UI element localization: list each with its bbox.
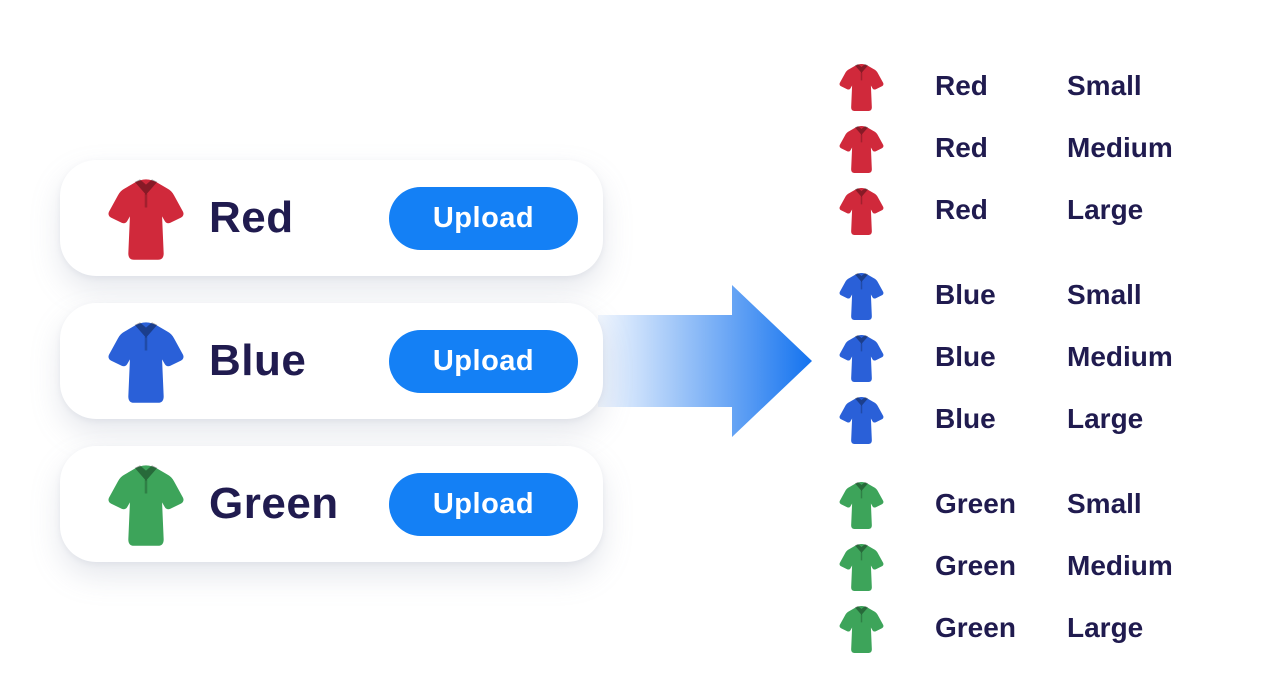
variant-size-label: Medium [1067, 550, 1173, 581]
variants-list: Red Small Red Medium Red Large Blue Smal… [838, 55, 1173, 659]
color-upload-card-red: Red Upload [60, 160, 603, 276]
variant-color-label: Red [935, 194, 988, 225]
green-shirt-icon [838, 540, 885, 593]
blue-shirt-icon [838, 331, 885, 384]
red-shirt-icon [105, 173, 187, 263]
green-shirt-icon [105, 459, 187, 549]
green-shirt-icon [838, 478, 885, 531]
variant-group-blue: Blue Small Blue Medium Blue Large [838, 264, 1173, 450]
variant-size-label: Small [1067, 488, 1142, 519]
variant-size-label: Large [1067, 194, 1144, 225]
variant-size-label: Medium [1067, 132, 1173, 163]
variant-size-label: Small [1067, 70, 1142, 101]
color-upload-card-blue: Blue Upload [60, 303, 603, 419]
variant-size-label: Medium [1067, 341, 1173, 372]
variant-row: Green Large [838, 597, 1173, 659]
red-shirt-icon [838, 184, 885, 237]
variant-row: Red Large [838, 179, 1173, 241]
variant-row: Blue Small [838, 264, 1173, 326]
variant-size-label: Small [1067, 279, 1142, 310]
blue-shirt-icon [105, 316, 187, 406]
variant-color-label: Green [935, 612, 1016, 643]
variant-color-label: Blue [935, 279, 996, 310]
blue-shirt-icon [838, 393, 885, 446]
color-label: Green [209, 479, 339, 528]
variant-color-label: Red [935, 70, 988, 101]
green-shirt-icon [838, 602, 885, 655]
color-label: Red [209, 193, 294, 242]
variant-color-label: Blue [935, 403, 996, 434]
upload-button[interactable]: Upload [389, 186, 578, 250]
variant-group-red: Red Small Red Medium Red Large [838, 55, 1173, 241]
variant-color-label: Green [935, 488, 1016, 519]
red-shirt-icon [838, 60, 885, 113]
variant-row: Red Small [838, 55, 1173, 117]
variant-row: Green Medium [838, 535, 1173, 597]
variant-row: Blue Medium [838, 326, 1173, 388]
variant-size-label: Large [1067, 612, 1144, 643]
right-arrow-icon [598, 285, 812, 437]
variant-row: Red Medium [838, 117, 1173, 179]
variant-row: Green Small [838, 473, 1173, 535]
blue-shirt-icon [838, 269, 885, 322]
variant-size-label: Large [1067, 403, 1144, 434]
upload-cards-panel: Red Upload Blue Upload Green Upload [60, 160, 603, 562]
upload-button[interactable]: Upload [389, 329, 578, 393]
variant-color-label: Blue [935, 341, 996, 372]
color-label: Blue [209, 336, 307, 385]
variant-color-label: Red [935, 132, 988, 163]
upload-button[interactable]: Upload [389, 472, 578, 536]
variant-group-green: Green Small Green Medium Green Large [838, 473, 1173, 659]
color-upload-card-green: Green Upload [60, 446, 603, 562]
variant-color-label: Green [935, 550, 1016, 581]
variant-row: Blue Large [838, 388, 1173, 450]
red-shirt-icon [838, 122, 885, 175]
